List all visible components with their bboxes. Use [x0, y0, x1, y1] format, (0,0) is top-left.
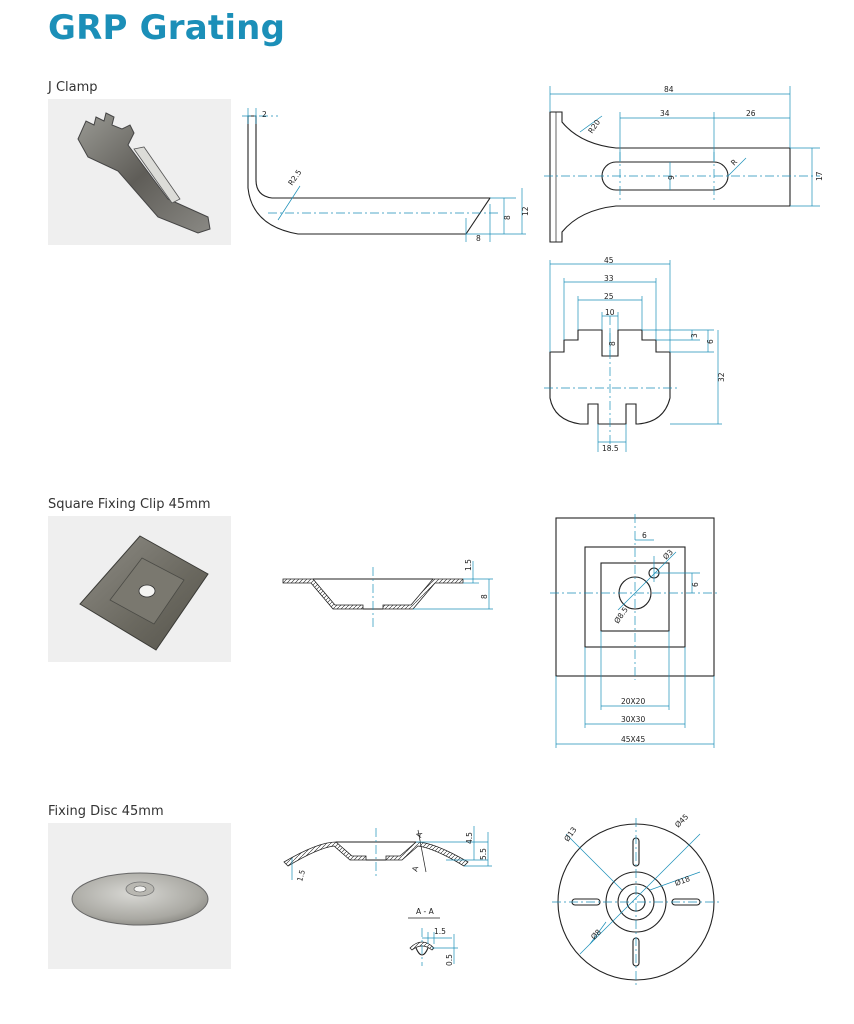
j-clamp-photo: [48, 99, 231, 245]
fixing-disc-side-drawing: A A 4.5 5.5 1.5: [283, 826, 492, 883]
dim-label: 32: [717, 372, 726, 382]
dim-label: 8: [480, 594, 489, 599]
dim-label: 1.5: [464, 559, 473, 571]
dim-label: Ø18: [674, 874, 692, 888]
dim-label: A: [414, 830, 424, 838]
section-label-j-clamp: J Clamp: [48, 80, 98, 95]
dim-label: 26: [746, 109, 756, 118]
section-label-square-clip: Square Fixing Clip 45mm: [48, 497, 211, 512]
j-clamp-top-drawing: 84 34 26 R20 R 9 17: [544, 85, 824, 243]
dim-label: 25: [604, 292, 614, 301]
square-clip-photo: [48, 516, 231, 662]
dim-label: 84: [664, 85, 674, 94]
dim-label: 45X45: [621, 735, 645, 744]
dim-label: 6: [691, 582, 700, 587]
section-title: A - A: [416, 907, 435, 916]
dim-label: Ø13: [562, 825, 578, 843]
dim-label: 33: [604, 274, 614, 283]
dim-label: Ø8.5: [612, 605, 630, 625]
dim-label: 17: [815, 171, 824, 181]
j-clamp-front-drawing: 45 33 25 10 8 3 6 32 18.5: [544, 256, 726, 453]
dim-label: 6: [706, 339, 715, 344]
square-clip-top-drawing: 6 Ø3 6 Ø8.5 20X20 30X30 45X45: [550, 514, 720, 748]
dim-label: 18.5: [602, 444, 619, 453]
dim-label: 34: [660, 109, 670, 118]
dim-label: R: [729, 157, 739, 167]
dim-label: R20: [586, 118, 602, 135]
dim-label: 12: [521, 206, 530, 216]
dim-label: 8: [608, 341, 617, 346]
page-title: GRP Grating: [48, 8, 286, 48]
section-label-fixing-disc: Fixing Disc 45mm: [48, 804, 164, 819]
dim-label: 5.5: [479, 848, 488, 860]
dim-label: 8: [476, 234, 481, 243]
dim-label: 45: [604, 256, 614, 265]
dim-label: 1.5: [434, 927, 446, 936]
dim-label: 10: [605, 308, 615, 317]
dim-label: 20X20: [621, 697, 645, 706]
dim-label: 4.5: [465, 832, 474, 844]
square-clip-side-drawing: 1.5 8: [282, 559, 493, 629]
dim-label: A: [410, 864, 420, 872]
fixing-disc-section-drawing: A - A 1.5 0.5: [408, 907, 458, 966]
dim-label: 6: [642, 531, 647, 540]
dim-label: 3: [690, 333, 699, 338]
dim-label: Ø45: [673, 812, 690, 829]
dim-label: 8: [503, 215, 512, 220]
dim-label: 9: [667, 175, 676, 180]
dim-label: 30X30: [621, 715, 645, 724]
j-clamp-side-drawing: 2 R2.5 8 12 8: [242, 108, 530, 243]
fixing-disc-top-drawing: Ø13 Ø45 Ø18 Ø8: [552, 812, 720, 986]
fixing-disc-photo: [48, 823, 231, 969]
dim-label: 1.5: [295, 868, 307, 882]
dim-label: R2.5: [286, 168, 303, 187]
dim-label: 2: [262, 110, 267, 119]
dim-label: Ø3: [661, 547, 675, 561]
dim-label: 0.5: [445, 954, 454, 966]
